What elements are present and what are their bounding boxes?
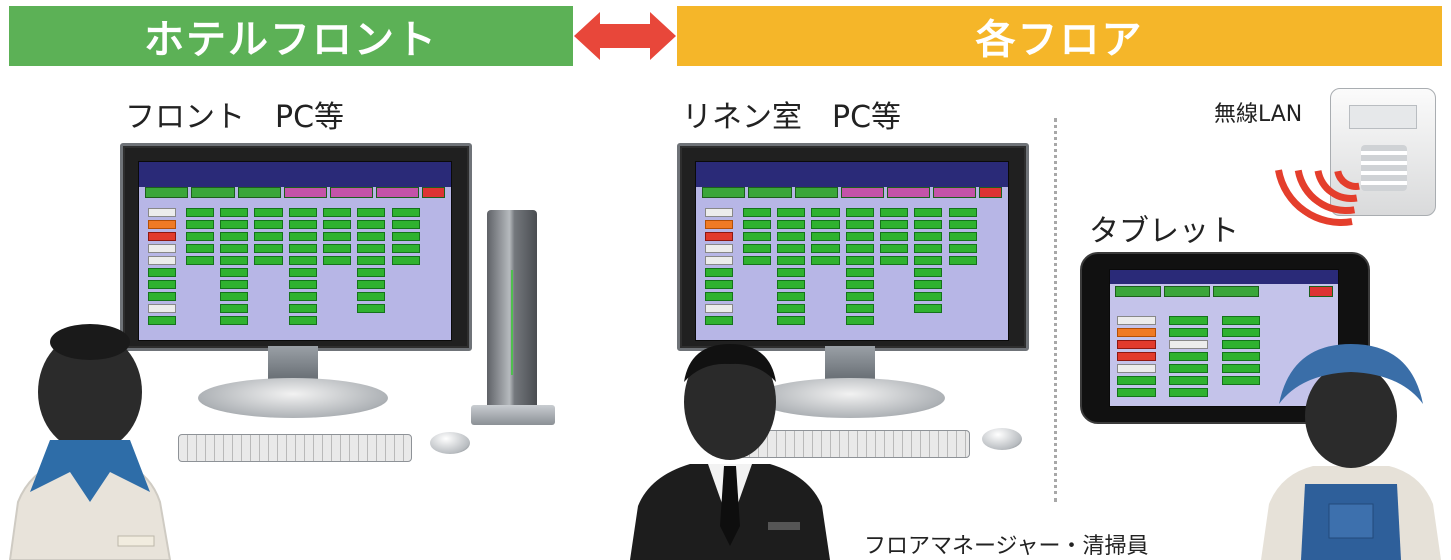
wireless-router-icon bbox=[1330, 88, 1436, 216]
tablet-caption: タブレット bbox=[1089, 214, 1239, 249]
front-desk-banner-label: ホテルフロント bbox=[144, 17, 438, 63]
cleaning-staff-silhouette bbox=[1261, 344, 1441, 560]
manager-silhouette bbox=[630, 344, 830, 560]
each-floor-banner: 各フロア bbox=[677, 6, 1442, 66]
front-pc-tower bbox=[487, 210, 537, 425]
wireless-lan-caption: 無線LAN bbox=[1214, 102, 1303, 127]
front-monitor bbox=[120, 143, 472, 351]
front-desk-banner: ホテルフロント bbox=[9, 6, 573, 66]
linen-room-pc-caption: リネン室 PC等 bbox=[682, 100, 902, 135]
linen-app-screen bbox=[695, 161, 1009, 341]
front-monitor-stand bbox=[198, 378, 388, 418]
double-headed-arrow-icon bbox=[574, 12, 676, 60]
front-app-screen bbox=[138, 161, 452, 341]
area-divider bbox=[1054, 118, 1057, 502]
linen-monitor bbox=[677, 143, 1029, 351]
linen-monitor-stand bbox=[755, 378, 945, 418]
each-floor-banner-label: 各フロア bbox=[975, 17, 1144, 63]
front-keyboard bbox=[178, 434, 412, 462]
staff-caption: フロアマネージャー・清掃員 bbox=[864, 534, 1149, 559]
receptionist-silhouette bbox=[8, 324, 172, 560]
linen-keyboard bbox=[740, 430, 970, 458]
tablet-app-screen bbox=[1109, 269, 1339, 407]
front-pc-caption: フロント PC等 bbox=[125, 100, 345, 135]
front-mouse bbox=[430, 432, 470, 454]
linen-mouse bbox=[982, 428, 1022, 450]
